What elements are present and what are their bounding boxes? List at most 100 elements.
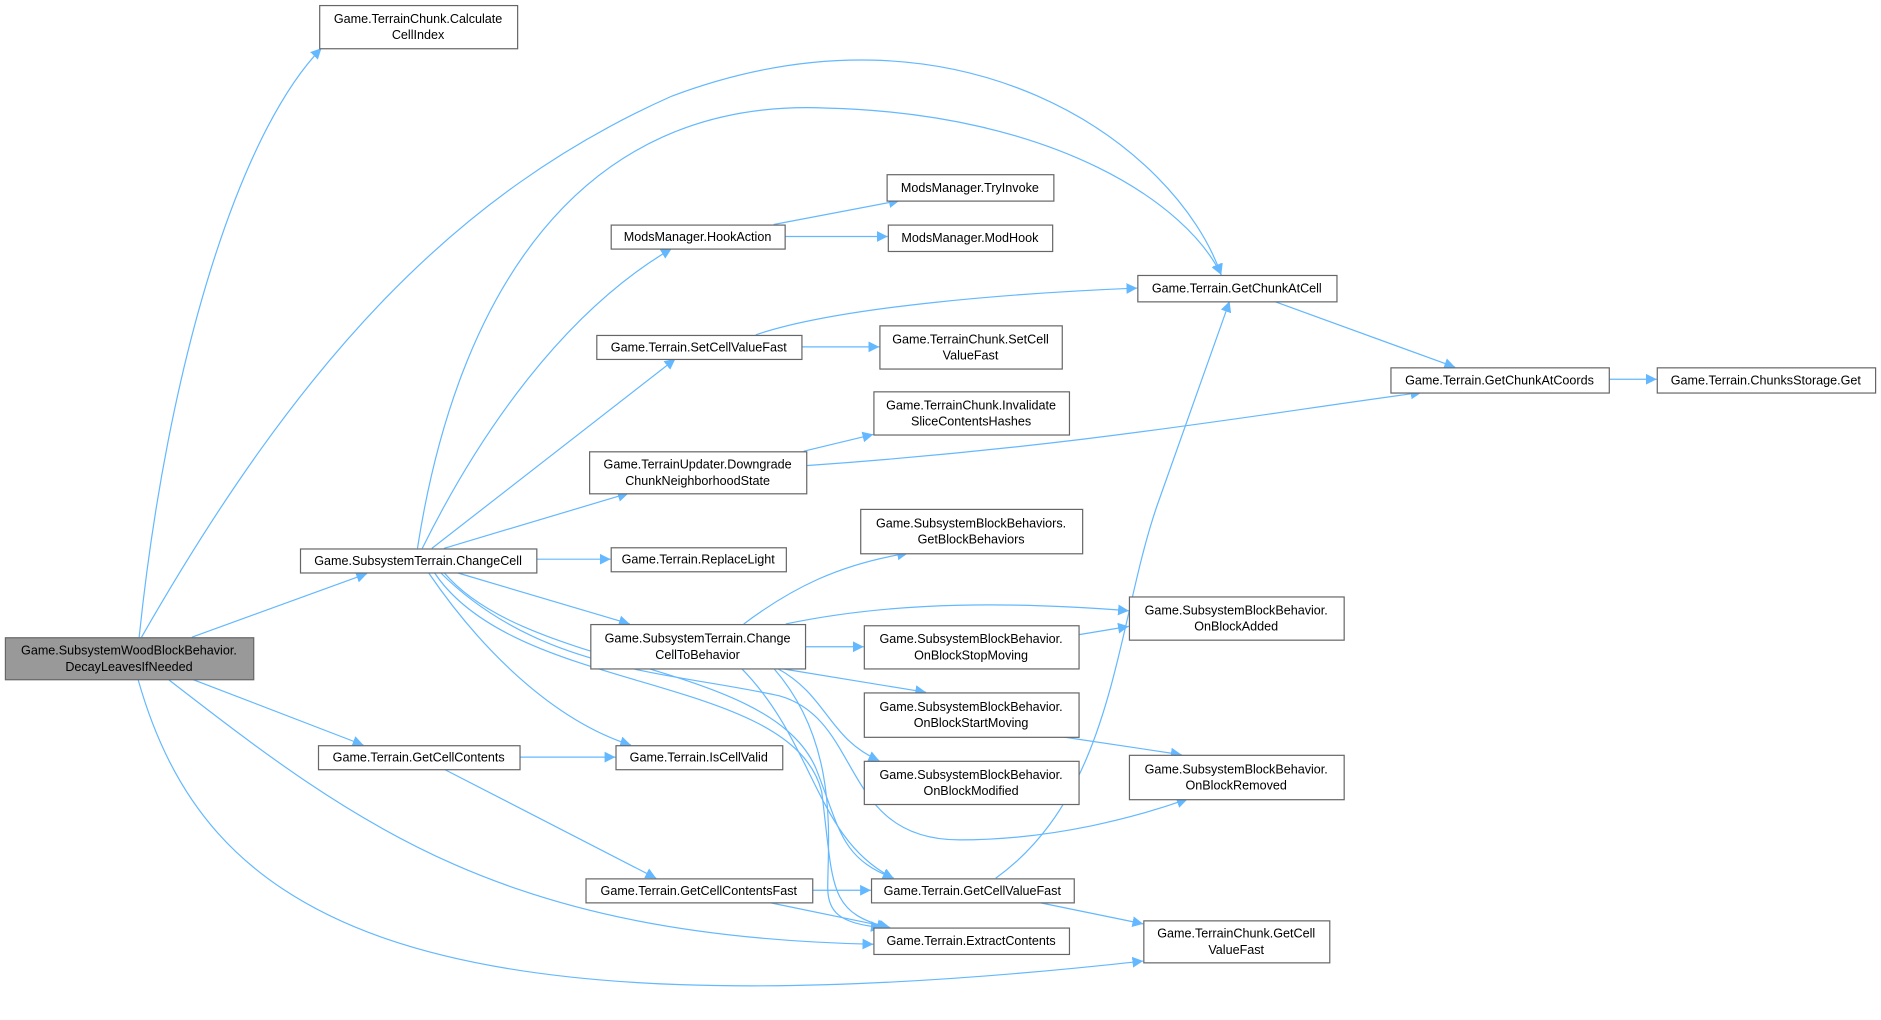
edge-onBlockStopMoving-to-onBlockAdded	[1078, 622, 1129, 636]
edge-root-to-getChunkAtCell	[141, 59, 1223, 638]
function-node-onBlockStopMoving[interactable]: Game.SubsystemBlockBehavior. OnBlockStopM…	[863, 625, 1080, 670]
edge-getChunkAtCell-to-getChunkAtCoords	[1273, 300, 1456, 369]
nodes: Game.SubsystemWoodBlockBehavior.DecayLea…	[4, 4, 1877, 964]
function-node-tryInvoke[interactable]: ModsManager.TryInvoke	[886, 174, 1055, 202]
edge-root-to-calcCellIndex	[138, 47, 322, 638]
node-label: GetBlockBehaviors	[918, 533, 1025, 547]
node-box	[870, 878, 1075, 904]
edge-changeCellToBehavior-to-getCellValueFast	[740, 667, 894, 879]
edge-changeCell-to-setCellValueFast	[431, 358, 676, 549]
node-label: OnBlockStopMoving	[914, 648, 1028, 662]
function-node-hookAction[interactable]: ModsManager.HookAction	[610, 224, 786, 250]
edge-changeCell-to-isCellValid	[427, 572, 632, 747]
node-label: DecayLeavesIfNeeded	[65, 660, 192, 674]
node-label: OnBlockStartMoving	[914, 716, 1029, 730]
function-node-tcGetCellValueFast[interactable]: Game.TerrainChunk.GetCellValueFast	[1143, 920, 1331, 964]
function-node-downgrade[interactable]: Game.TerrainUpdater.DowngradeChunkNeighb…	[589, 451, 808, 495]
node-label: OnBlockModified	[924, 784, 1019, 798]
function-node-changeCell[interactable]: Game.SubsystemTerrain.ChangeCell	[299, 548, 538, 574]
node-label: OnBlockRemoved	[1186, 779, 1287, 793]
node-box	[1390, 367, 1610, 394]
node-label: Game.Terrain.ExtractContents	[887, 934, 1056, 948]
node-box	[886, 174, 1055, 202]
edge-root-to-changeCell	[191, 572, 368, 638]
edge-root-to-extractContents	[167, 678, 874, 950]
function-node-changeCellToBehavior[interactable]: Game.SubsystemTerrain.ChangeCellToBehavi…	[590, 623, 807, 670]
function-node-getBlockBehaviors[interactable]: Game.SubsystemBlockBehaviors.GetBlockBeh…	[860, 508, 1084, 555]
edge-changeCell-to-getChunkAtCell	[416, 107, 1222, 549]
node-box	[319, 4, 519, 50]
node-box	[317, 745, 521, 771]
edge-changeCellToBehavior-to-onBlockAdded	[785, 604, 1129, 625]
node-box	[596, 334, 803, 361]
function-node-onBlockModified[interactable]: Game.SubsystemBlockBehavior.OnBlockModif…	[863, 760, 1080, 806]
edge-getCellValueFast-to-tcGetCellValueFast	[1037, 901, 1144, 927]
node-box	[887, 224, 1054, 253]
function-node-getChunkAtCoords[interactable]: Game.Terrain.GetChunkAtCoords	[1390, 367, 1610, 394]
node-label: ModsManager.TryInvoke	[901, 181, 1039, 195]
node-label: Game.SubsystemBlockBehavior.	[1145, 762, 1328, 776]
edge-changeCell-to-getCellValueFast	[443, 571, 894, 880]
function-node-onBlockStartMoving[interactable]: Game.SubsystemBlockBehavior. OnBlockStart…	[863, 692, 1080, 738]
edge-changeCell-to-hookAction	[421, 247, 673, 549]
edge-getCellContentsFast-to-extractContents	[767, 901, 891, 931]
function-node-modHook[interactable]: ModsManager.ModHook	[887, 224, 1054, 253]
node-box	[589, 451, 808, 495]
edge-onBlockStartMoving-to-onBlockRemoved	[1061, 736, 1182, 759]
node-label: Game.SubsystemTerrain.Change	[605, 632, 791, 646]
function-node-onBlockAdded[interactable]: Game.SubsystemBlockBehavior.OnBlockAdded	[1128, 596, 1345, 641]
function-node-tcSetCellValueFast[interactable]: Game.TerrainChunk.SetCellValueFast	[879, 325, 1063, 370]
edge-changeCell-to-changeCellToBehavior	[455, 571, 630, 627]
edges	[137, 47, 1657, 987]
node-label: Game.TerrainChunk.SetCell	[892, 332, 1049, 346]
function-node-replaceLight[interactable]: Game.Terrain.ReplaceLight	[610, 547, 787, 573]
node-label: CellToBehavior	[655, 648, 740, 662]
function-node-onBlockRemoved[interactable]: Game.SubsystemBlockBehavior. OnBlockRemov…	[1128, 754, 1345, 801]
node-box	[299, 548, 538, 574]
function-node-getChunkAtCell[interactable]: Game.Terrain.GetChunkAtCell	[1137, 274, 1338, 303]
function-node-extractContents[interactable]: Game.Terrain.ExtractContents	[873, 927, 1071, 956]
node-box	[1656, 367, 1877, 394]
node-label: Game.SubsystemTerrain.ChangeCell	[314, 554, 522, 568]
node-label: Game.TerrainChunk.Calculate	[334, 12, 502, 26]
function-node-setCellValueFast[interactable]: Game.Terrain.SetCellValueFast	[596, 334, 803, 361]
node-box	[860, 508, 1084, 555]
edge-changeCell-to-downgrade	[443, 491, 629, 549]
edge-changeCell-to-extractContents	[433, 572, 888, 930]
node-label: Game.Terrain.ChunksStorage.Get	[1671, 373, 1862, 387]
node-label: Game.Terrain.GetChunkAtCell	[1152, 282, 1322, 296]
edge-hookAction-to-tryInvoke	[773, 197, 900, 226]
node-label: Game.Terrain.GetChunkAtCoords	[1405, 373, 1594, 387]
node-label: Game.TerrainUpdater.Downgrade	[604, 458, 792, 472]
function-node-isCellValid[interactable]: Game.Terrain.IsCellValid	[615, 745, 784, 771]
node-label: Game.SubsystemBlockBehavior.	[880, 632, 1063, 646]
edge-changeCellToBehavior-to-onBlockStartMoving	[779, 667, 927, 696]
node-box	[873, 391, 1071, 436]
node-label: Game.TerrainChunk.GetCell	[1157, 927, 1315, 941]
node-label: Game.Terrain.ReplaceLight	[622, 553, 776, 567]
edge-changeCellToBehavior-to-extractContents	[773, 667, 882, 932]
function-node-getCellContents[interactable]: Game.Terrain.GetCellContents	[317, 745, 521, 771]
edge-root-to-getCellContents	[191, 678, 364, 747]
node-box	[590, 623, 807, 670]
node-label: ValueFast	[943, 349, 999, 363]
edge-changeCellToBehavior-to-onBlockModified	[777, 667, 880, 762]
node-label: CellIndex	[392, 28, 445, 42]
edge-root-to-tcGetCellValueFast	[137, 678, 1144, 987]
node-box	[863, 760, 1080, 806]
node-box	[610, 224, 786, 250]
function-node-getCellContentsFast[interactable]: Game.Terrain.GetCellContentsFast	[585, 878, 814, 904]
function-node-getCellValueFast[interactable]: Game.Terrain.GetCellValueFast	[870, 878, 1075, 904]
node-label: Game.SubsystemBlockBehavior.	[880, 700, 1063, 714]
edge-downgrade-to-invalidate	[803, 431, 874, 452]
function-node-chunksStorageGet[interactable]: Game.Terrain.ChunksStorage.Get	[1656, 367, 1877, 394]
node-box	[863, 625, 1080, 670]
node-label: Game.Terrain.GetCellContentsFast	[601, 884, 798, 898]
root-function-node[interactable]: Game.SubsystemWoodBlockBehavior.DecayLea…	[4, 637, 255, 681]
node-label: Game.Terrain.SetCellValueFast	[611, 340, 787, 354]
function-node-invalidate[interactable]: Game.TerrainChunk.InvalidateSliceContent…	[873, 391, 1071, 436]
node-box	[615, 745, 784, 771]
node-box	[879, 325, 1063, 370]
node-box	[1137, 274, 1338, 303]
